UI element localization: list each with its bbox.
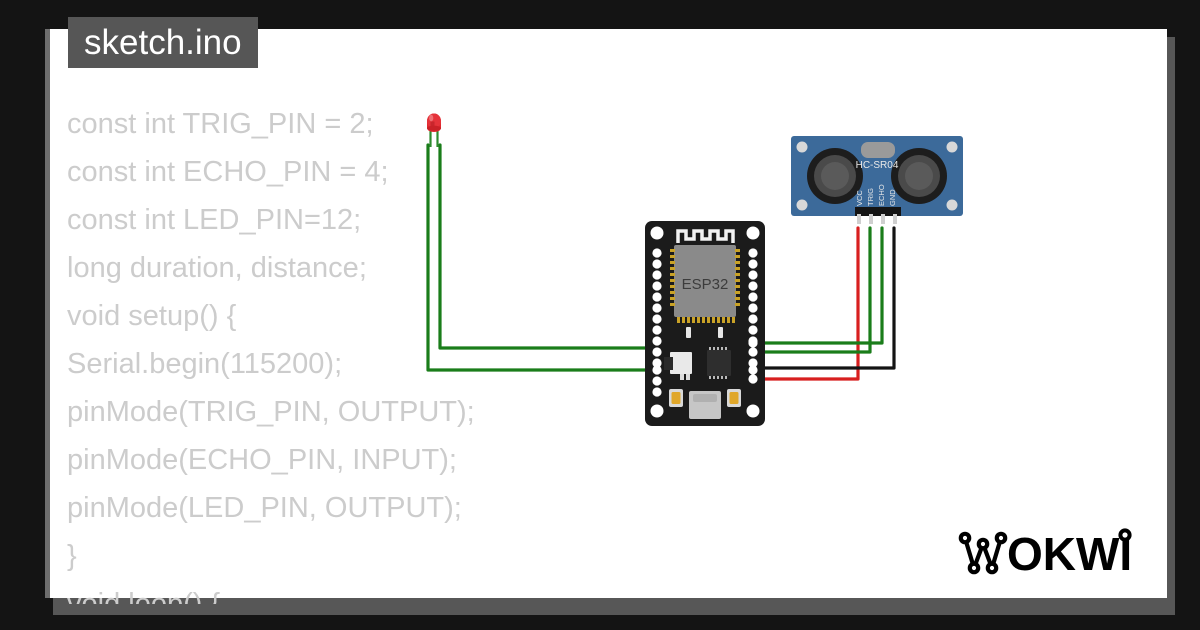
- transducer-right-center: [905, 162, 933, 190]
- cap-right: [718, 327, 723, 338]
- code-line: Serial.begin(115200);: [67, 348, 343, 380]
- code-line: long duration, distance;: [67, 252, 367, 284]
- sensor-hole-bl: [796, 199, 808, 211]
- led-leg-right: [436, 128, 439, 147]
- cap-left: [686, 327, 691, 338]
- led-inner-reflector: [430, 121, 435, 127]
- sensor-hole-br: [946, 199, 958, 211]
- sensor-pin-label-trig: TRIG: [866, 188, 875, 206]
- led-base-ring: [427, 125, 441, 131]
- wire-sensor-echo-to-d4[interactable]: [758, 226, 884, 345]
- wire-sensor-gnd-to-gnd[interactable]: [758, 226, 896, 370]
- right-header-pins[interactable]: [748, 248, 758, 384]
- code-line: void setup() {: [67, 300, 237, 332]
- led-highlight: [429, 114, 434, 122]
- esp32-devkit-board[interactable]: ESP32: [645, 221, 765, 426]
- tab-label: sketch.ino: [84, 23, 242, 62]
- esp32-shield: [674, 245, 736, 317]
- code-line: const int TRIG_PIN = 2;: [67, 108, 374, 140]
- shield-pads-right: [735, 249, 740, 306]
- wokwi-logo: OKWI: [958, 528, 1132, 580]
- left-header-pins[interactable]: [652, 248, 662, 397]
- wire-sensor-trig-to-d2[interactable]: [758, 226, 872, 354]
- regulator-body: [664, 357, 673, 370]
- usb-serial-ic: [707, 350, 731, 376]
- wire-sensor-vcc-to-3v3[interactable]: [758, 226, 860, 381]
- led-leg-left: [429, 128, 432, 147]
- ic-pins: [709, 347, 727, 379]
- usb-connector-inner: [693, 394, 717, 402]
- led-component[interactable]: [421, 108, 447, 148]
- code-line: pinMode(TRIG_PIN, OUTPUT);: [67, 396, 475, 428]
- mount-hole-bl: [650, 404, 664, 418]
- sensor-header[interactable]: [855, 207, 901, 216]
- shield-pads-left: [670, 249, 675, 306]
- sensor-pin-legs[interactable]: [857, 214, 897, 224]
- code-line: }: [67, 540, 77, 572]
- code-line: pinMode(ECHO_PIN, INPUT);: [67, 444, 457, 476]
- wokwi-logo-text: OKWI: [1007, 528, 1132, 580]
- hcsr04-ultrasonic-sensor[interactable]: HC-SR04 VCC TRIG ECHO GND: [791, 136, 963, 224]
- wire-led-cathode-to-gnd[interactable]: [438, 143, 652, 350]
- sensor-pin-label-gnd: GND: [888, 189, 897, 206]
- sensor-pin-label-echo: ECHO: [877, 184, 886, 206]
- shield-pads: [677, 317, 735, 323]
- en-button-cap: [729, 392, 739, 404]
- mount-hole-tl: [650, 226, 664, 240]
- code-line: pinMode(LED_PIN, OUTPUT);: [67, 492, 462, 524]
- code-line-clipped: void loop() {: [67, 588, 221, 604]
- code-line: const int LED_PIN=12;: [67, 204, 362, 236]
- sensor-pin-label-vcc: VCC: [855, 190, 864, 206]
- code-line: const int ECHO_PIN = 4;: [67, 156, 389, 188]
- sensor-label: HC-SR04: [856, 160, 899, 171]
- mount-hole-tr: [746, 226, 760, 240]
- panel-left-edge: [45, 29, 50, 598]
- sensor-hole-tl: [796, 141, 808, 153]
- tab-sketch-ino[interactable]: sketch.ino: [68, 17, 258, 68]
- regulator-pins: [680, 374, 690, 380]
- wire-led-anode-to-d12[interactable]: [426, 143, 652, 372]
- code-editor[interactable]: const int TRIG_PIN = 2; const int ECHO_P…: [67, 100, 587, 604]
- wokwi-logo-i-dot: [1118, 528, 1132, 542]
- boot-button-cap: [671, 392, 681, 404]
- sensor-crystal: [861, 142, 895, 158]
- sensor-hole-tr: [946, 141, 958, 153]
- pcb-antenna: [676, 229, 735, 243]
- mount-hole-br: [746, 404, 760, 418]
- transducer-left-center: [821, 162, 849, 190]
- esp32-chip-label: ESP32: [682, 276, 729, 293]
- editor-diagram-panel: [45, 29, 1167, 598]
- voltage-regulator: [670, 352, 692, 374]
